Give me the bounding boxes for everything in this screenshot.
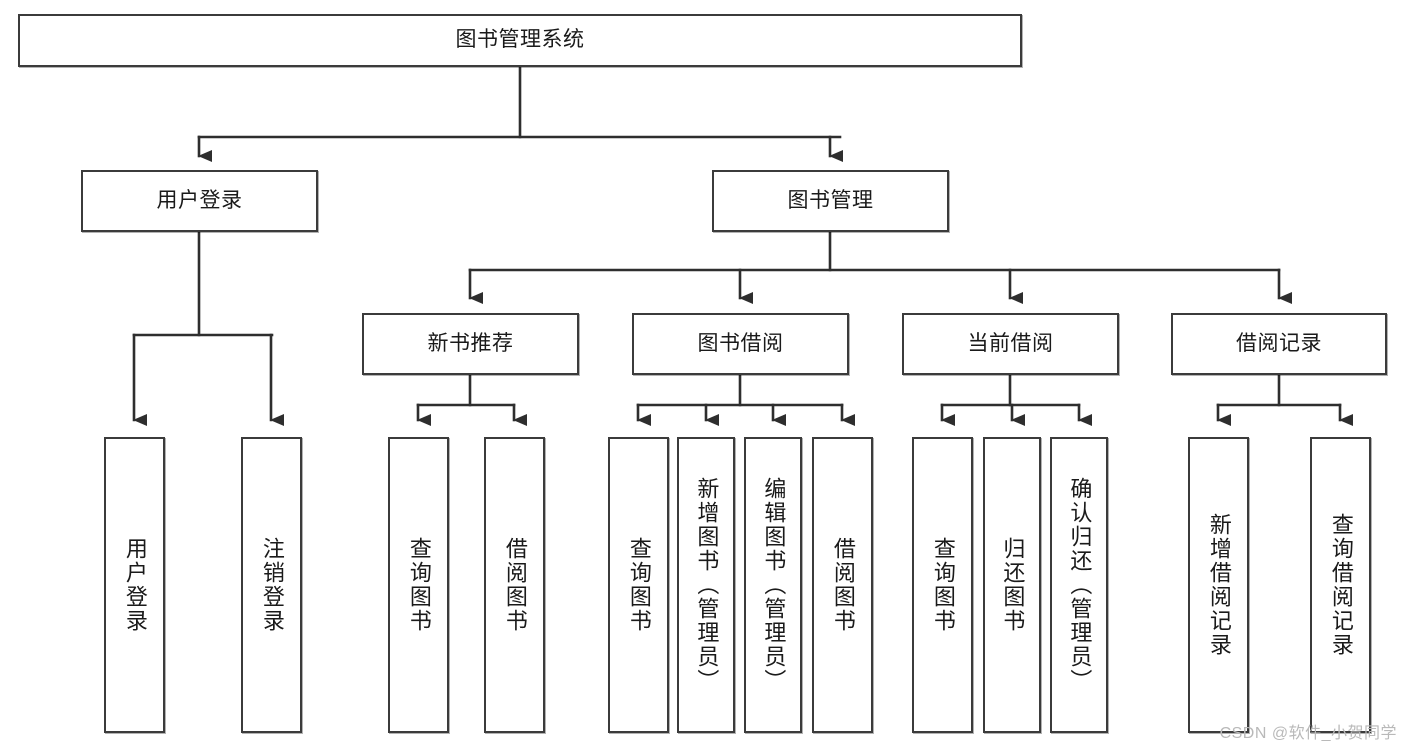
node-new-book-recommendation-label: 新书推荐	[427, 331, 514, 355]
node-root[interactable]: 图书管理系统	[18, 14, 1022, 67]
node-borrow-record[interactable]: 借阅记录	[1171, 313, 1387, 375]
leaf-user-login[interactable]: 用户登录	[104, 437, 165, 733]
leaf-borrow-book-recommendation-label: 借阅图书	[502, 537, 528, 633]
leaf-confirm-return-admin-label: 确认归还（管理员）	[1067, 477, 1093, 693]
leaf-edit-book-admin-label: 编辑图书（管理员）	[761, 477, 787, 693]
leaf-query-borrow-record-label: 查询借阅记录	[1328, 513, 1354, 657]
leaf-user-logout[interactable]: 注销登录	[241, 437, 302, 733]
leaf-add-borrow-record-label: 新增借阅记录	[1206, 513, 1232, 657]
leaf-return-book[interactable]: 归还图书	[983, 437, 1041, 733]
leaf-query-book-borrow[interactable]: 查询图书	[608, 437, 669, 733]
node-user-login-label: 用户登录	[156, 188, 243, 212]
csdn-watermark: CSDN @软件_小贺同学	[1219, 725, 1397, 742]
leaf-add-borrow-record[interactable]: 新增借阅记录	[1188, 437, 1249, 733]
node-new-book-recommendation[interactable]: 新书推荐	[362, 313, 579, 375]
leaf-return-book-label: 归还图书	[1000, 537, 1026, 633]
leaf-query-book-borrow-label: 查询图书	[626, 537, 652, 633]
node-root-label: 图书管理系统	[455, 28, 585, 52]
node-book-borrow[interactable]: 图书借阅	[632, 313, 849, 375]
node-book-borrow-label: 图书借阅	[697, 331, 784, 355]
leaf-query-book-recommendation[interactable]: 查询图书	[388, 437, 449, 733]
node-book-management[interactable]: 图书管理	[712, 170, 949, 232]
node-borrow-record-label: 借阅记录	[1236, 331, 1322, 355]
leaf-borrow-book-label: 借阅图书	[830, 537, 856, 633]
leaf-borrow-book-recommendation[interactable]: 借阅图书	[484, 437, 545, 733]
node-current-borrow[interactable]: 当前借阅	[902, 313, 1119, 375]
leaf-user-login-label: 用户登录	[122, 537, 148, 633]
leaf-add-book-admin-label: 新增图书（管理员）	[694, 477, 720, 693]
leaf-confirm-return-admin[interactable]: 确认归还（管理员）	[1050, 437, 1108, 733]
leaf-query-book-recommendation-label: 查询图书	[406, 537, 432, 633]
leaf-query-book-current-label: 查询图书	[930, 537, 956, 633]
leaf-query-book-current[interactable]: 查询图书	[912, 437, 973, 733]
node-current-borrow-label: 当前借阅	[967, 331, 1054, 355]
leaf-user-logout-label: 注销登录	[259, 537, 285, 633]
node-book-management-label: 图书管理	[787, 188, 874, 212]
leaf-query-borrow-record[interactable]: 查询借阅记录	[1310, 437, 1371, 733]
node-user-login[interactable]: 用户登录	[81, 170, 318, 232]
leaf-add-book-admin[interactable]: 新增图书（管理员）	[677, 437, 735, 733]
leaf-borrow-book[interactable]: 借阅图书	[812, 437, 873, 733]
leaf-edit-book-admin[interactable]: 编辑图书（管理员）	[744, 437, 802, 733]
